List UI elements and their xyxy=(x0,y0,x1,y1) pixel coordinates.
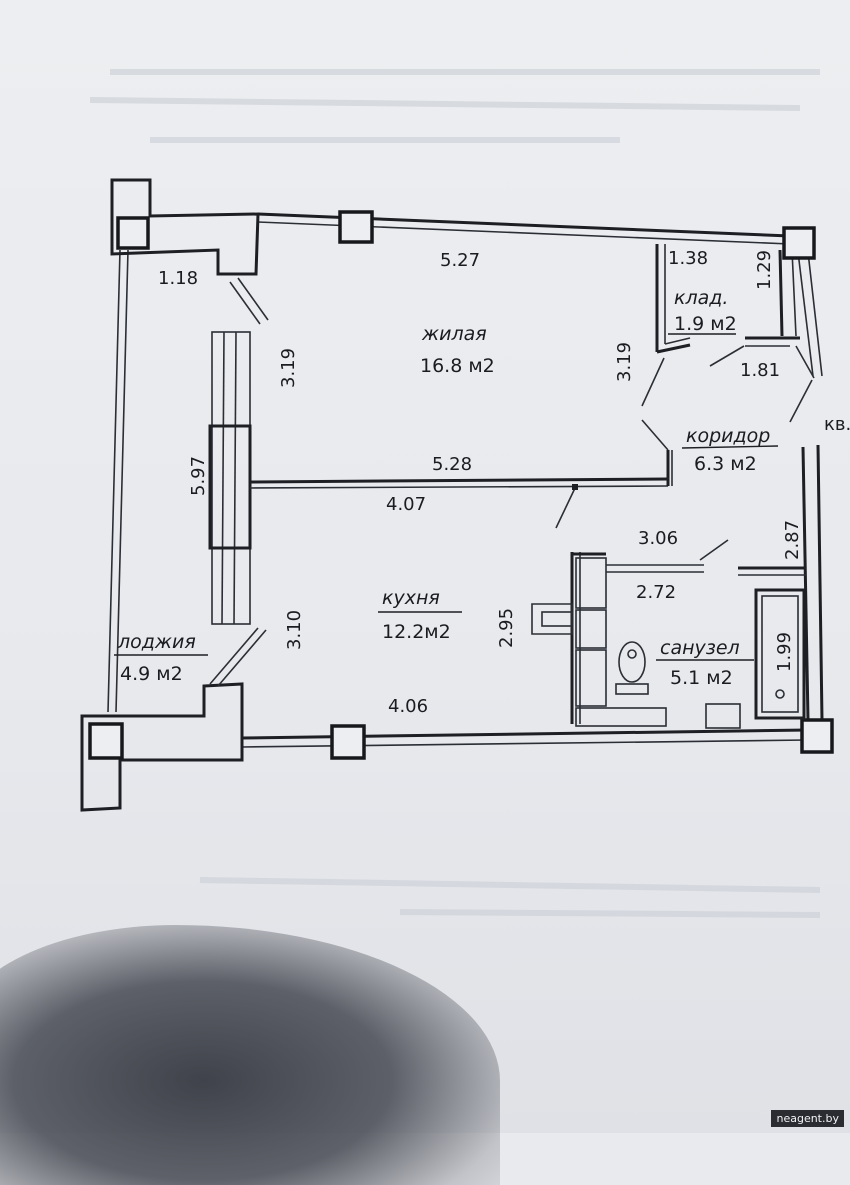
dim-storage-height: 1.29 xyxy=(754,250,775,290)
corner-column-bottom-left xyxy=(80,627,267,812)
room-name-bathroom: санузел xyxy=(660,637,740,659)
dim-bath-inner: 2.72 xyxy=(636,582,676,603)
dim-living-mid: 5.28 xyxy=(432,454,472,475)
dim-living-right: 3.19 xyxy=(614,342,635,382)
dim-storage-lower: 1.81 xyxy=(740,360,780,381)
corner-column-top-left xyxy=(110,178,269,325)
room-name-corridor: коридор xyxy=(686,425,770,447)
room-area-loggia: 4.9 м2 xyxy=(120,663,183,685)
pillar-bottom-right xyxy=(800,718,834,754)
dim-bath-right: 2.87 xyxy=(782,520,803,560)
bathroom-block xyxy=(531,539,806,729)
room-area-kitchen: 12.2м2 xyxy=(382,621,451,643)
pillar-top xyxy=(338,210,374,244)
room-area-bathroom: 5.1 м2 xyxy=(670,667,733,689)
room-name-storage: клад. xyxy=(674,287,728,309)
dim-living-left: 3.19 xyxy=(278,348,299,388)
watermark: neagent.by xyxy=(771,1110,844,1127)
loggia-window xyxy=(208,331,252,625)
dimension-labels: 5.27 1.18 1.38 1.29 3.19 3.19 1.81 5.28 … xyxy=(158,248,803,717)
dim-corner-top-left: 1.18 xyxy=(158,268,198,289)
dim-kitchen-right: 2.95 xyxy=(496,608,517,648)
room-name-loggia: лоджия xyxy=(117,631,196,653)
room-area-living: 16.8 м2 xyxy=(420,355,495,377)
dim-storage-width: 1.38 xyxy=(668,248,708,269)
apartment-label: кв. xyxy=(824,414,850,435)
room-labels: жилая 16.8 м2 клад. 1.9 м2 коридор 6.3 м… xyxy=(114,287,850,689)
storage-partition xyxy=(641,244,815,451)
dim-bath-top: 3.06 xyxy=(638,528,678,549)
pillar-bottom xyxy=(330,724,366,760)
dim-loggia-length: 5.97 xyxy=(188,456,209,496)
room-area-storage: 1.9 м2 xyxy=(674,313,737,335)
room-area-corridor: 6.3 м2 xyxy=(694,453,757,475)
outer-walls xyxy=(107,212,824,748)
dim-kitchen-bottom: 4.06 xyxy=(388,696,428,717)
floor-plan: жилая 16.8 м2 клад. 1.9 м2 коридор 6.3 м… xyxy=(80,69,850,918)
faded-print xyxy=(89,69,821,918)
dim-kitchen-top: 4.07 xyxy=(386,494,426,515)
pillar-top-right xyxy=(782,226,816,260)
dim-bath-tub: 1.99 xyxy=(774,632,795,672)
room-name-living: жилая xyxy=(421,323,487,345)
dim-living-top: 5.27 xyxy=(440,250,480,271)
living-kitchen-partition xyxy=(249,450,673,529)
dim-kitchen-left: 3.10 xyxy=(284,610,305,650)
room-name-kitchen: кухня xyxy=(382,587,440,609)
